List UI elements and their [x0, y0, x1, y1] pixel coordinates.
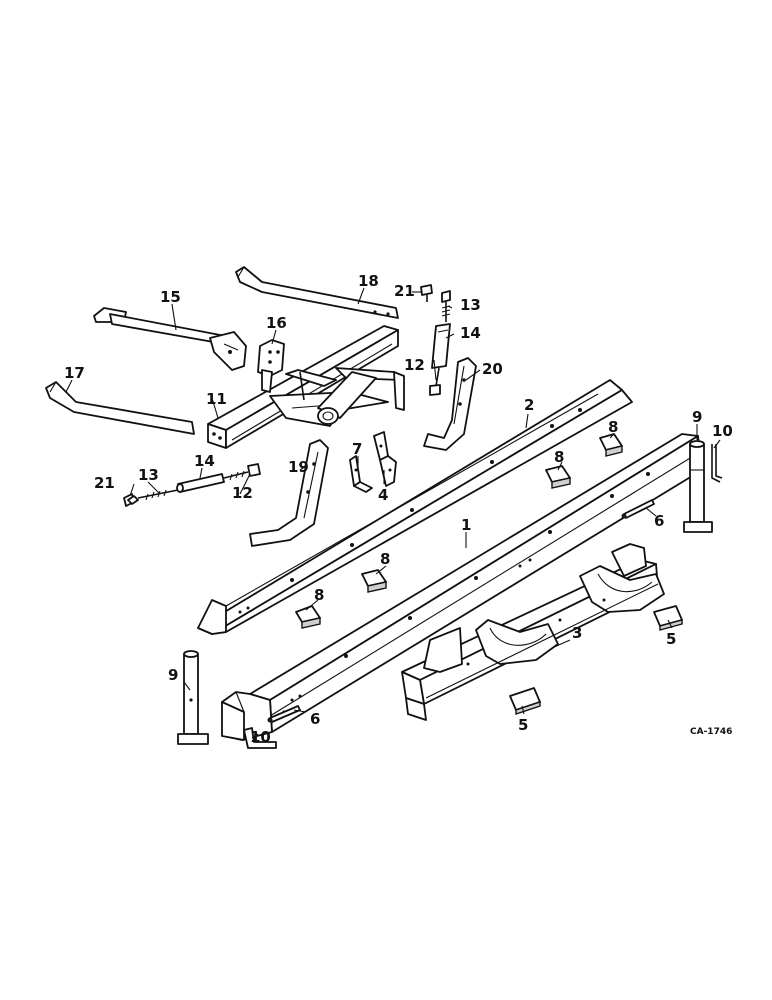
callout-9: 9 [168, 666, 178, 684]
part-10-hook [711, 444, 723, 483]
callout-5: 5 [666, 630, 676, 648]
callout-13: 13 [460, 296, 481, 314]
callout-11: 11 [206, 390, 227, 408]
callout-7: 7 [352, 440, 362, 458]
callout-8: 8 [380, 550, 390, 568]
callout-6: 6 [310, 710, 320, 728]
callout-20: 20 [482, 360, 503, 378]
callout-8: 8 [554, 448, 564, 466]
callout-17: 17 [64, 364, 85, 382]
callout-labels: 1 2 3 4 5 5 6 6 7 8 8 8 8 9 9 10 10 11 1… [64, 272, 733, 746]
leader-lines [65, 287, 721, 739]
part-16-bracket [257, 339, 285, 393]
lower-cylinder-group [123, 463, 261, 507]
part-5-shim [509, 687, 541, 715]
upper-cylinder-group [420, 284, 451, 396]
callout-14: 14 [194, 452, 215, 470]
callout-8: 8 [608, 418, 618, 436]
part-4-bracket [373, 431, 397, 487]
callout-3: 3 [572, 624, 582, 642]
drawing-code: CA-1746 [690, 727, 732, 737]
part-8-pad [295, 605, 321, 629]
callout-18: 18 [358, 272, 379, 290]
callout-6: 6 [654, 512, 664, 530]
part-8-pad [599, 433, 623, 457]
part-6-pin [267, 705, 301, 723]
part-7-bracket [349, 455, 373, 493]
callout-16: 16 [266, 314, 287, 332]
part-20-bracket [423, 357, 477, 451]
part-6-pin [621, 499, 655, 519]
callout-4: 4 [378, 486, 388, 504]
part-3-cradle [401, 543, 665, 721]
callout-1: 1 [461, 516, 471, 534]
callout-21: 21 [94, 474, 115, 492]
callout-12: 12 [404, 356, 425, 374]
part-8-pad [361, 569, 387, 593]
part-17-arm [45, 381, 195, 435]
part-9-stand [177, 650, 209, 745]
callout-10: 10 [250, 728, 271, 746]
part-5-shim [653, 605, 683, 631]
callout-5: 5 [518, 716, 528, 734]
part-11-frame [207, 325, 405, 449]
callout-14: 14 [460, 324, 481, 342]
callout-8: 8 [314, 586, 324, 604]
part-19-bracket [249, 439, 329, 547]
callout-12: 12 [232, 484, 253, 502]
part-18-arm [235, 266, 399, 319]
part-10-hook [243, 727, 277, 749]
callout-2: 2 [524, 396, 534, 414]
part-2-channel [197, 379, 633, 635]
part-9-stand [683, 440, 713, 533]
callout-10: 10 [712, 422, 733, 440]
part-1-rail [221, 433, 703, 741]
part-15-arm [93, 307, 247, 371]
callout-15: 15 [160, 288, 181, 306]
callout-21: 21 [394, 282, 415, 300]
part-8-pad [545, 465, 571, 489]
callout-13: 13 [138, 466, 159, 484]
callout-9: 9 [692, 408, 702, 426]
callout-19: 19 [288, 458, 309, 476]
